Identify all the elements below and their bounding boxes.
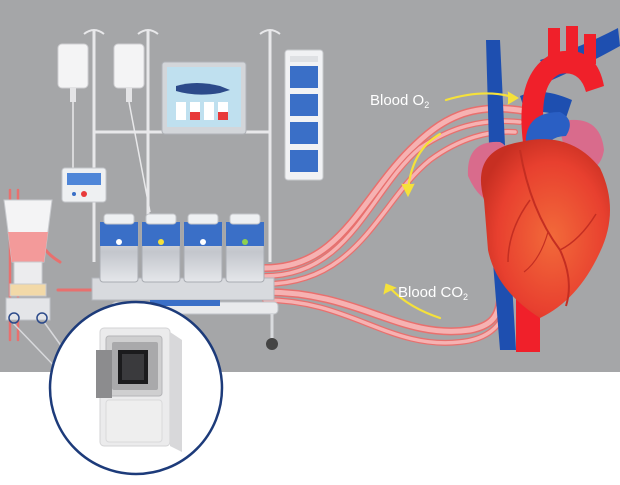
pump-unit-4 bbox=[225, 213, 265, 283]
sensor-zoom-callout bbox=[48, 300, 224, 476]
arrow-oxygen-down bbox=[406, 132, 442, 192]
heart-illustration bbox=[467, 26, 620, 352]
label-blood-oxygen: Blood O2 bbox=[370, 92, 430, 110]
pump-unit-3 bbox=[183, 213, 223, 283]
pump-units bbox=[91, 213, 279, 350]
iv-bag-right bbox=[113, 43, 151, 213]
label-blood-carbon-dioxide: Blood CO2 bbox=[398, 284, 469, 302]
pump-controller bbox=[61, 167, 107, 203]
pump-unit-1 bbox=[99, 213, 139, 283]
iv-bag-left bbox=[57, 43, 89, 200]
flow-arrows bbox=[383, 91, 519, 320]
patient-monitor bbox=[161, 61, 247, 135]
blue-monitor-tower bbox=[284, 49, 324, 181]
blood-tubing bbox=[8, 104, 534, 346]
pump-unit-2 bbox=[141, 213, 181, 283]
oxygen-sensor-chip bbox=[96, 327, 182, 452]
arrow-carbon bbox=[390, 288, 442, 320]
